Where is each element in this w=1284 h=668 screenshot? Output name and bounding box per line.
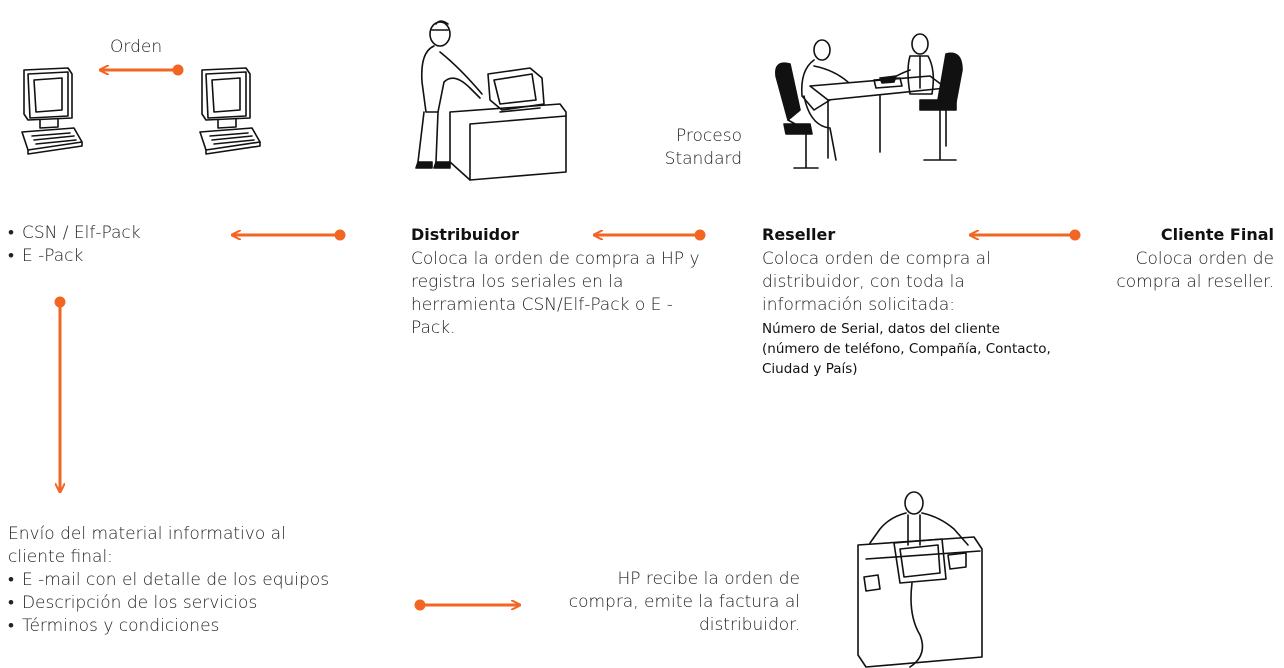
packs-list: CSN / Elf-Pack E -Pack — [8, 222, 208, 268]
reseller-block: Reseller Coloca orden de compra al distr… — [762, 224, 1052, 379]
list-item: Términos y condiciones — [8, 615, 408, 638]
distribuidor-block: Distribuidor Coloca la orden de compra a… — [411, 224, 711, 340]
envio-block: Envío del material informativo al client… — [8, 523, 408, 638]
list-item: Descripción de los servicios — [8, 592, 408, 615]
cliente-final-body: Coloca orden de compra al reseller. — [1116, 249, 1274, 292]
cliente-final-title: Cliente Final — [1160, 225, 1274, 244]
distributor-worker-illustration — [415, 20, 567, 181]
envio-list: E -mail con el detalle de los equipos De… — [8, 569, 408, 638]
envio-intro: Envío del material informativo al client… — [8, 524, 286, 567]
list-item: E -Pack — [8, 245, 208, 268]
list-item: CSN / Elf-Pack — [8, 222, 208, 245]
reseller-meeting-illustration — [774, 33, 963, 169]
reseller-detail: Número de Serial, datos del cliente (núm… — [762, 321, 1051, 377]
computer-icon — [21, 67, 83, 155]
reseller-title: Reseller — [762, 225, 836, 244]
distribuidor-title: Distribuidor — [411, 225, 519, 244]
list-item: E -mail con el detalle de los equipos — [8, 569, 408, 592]
reseller-body: Coloca orden de compra al distribuidor, … — [762, 249, 991, 315]
computer-icon — [199, 67, 261, 155]
cliente-final-block: Cliente Final Coloca orden de compra al … — [1080, 224, 1274, 294]
hp-worker-illustration — [857, 491, 983, 668]
proceso-standard-label: Proceso Standard — [664, 126, 742, 169]
distribuidor-body: Coloca la orden de compra a HP y registr… — [411, 249, 700, 338]
hp-text: HP recibe la orden de compra, emite la f… — [568, 569, 800, 635]
orden-label: Orden — [110, 37, 163, 57]
